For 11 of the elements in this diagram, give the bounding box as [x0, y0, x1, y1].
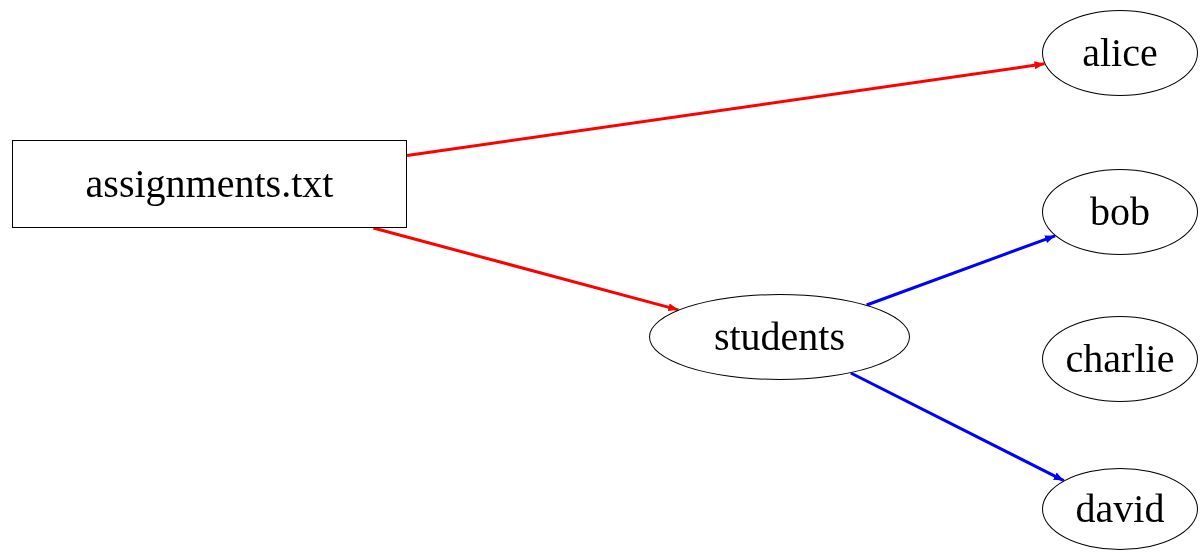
file-box [12, 140, 407, 228]
node-label: david [1075, 489, 1165, 529]
node-label: bob [1090, 192, 1150, 232]
node-label: charlie [1065, 339, 1175, 379]
arrow [406, 61, 1045, 158]
arrow [850, 371, 1065, 482]
arrow [373, 226, 679, 312]
node-label: alice [1082, 33, 1158, 73]
node-label: students [713, 317, 846, 357]
node-label: assignments.txt [85, 164, 334, 204]
arrow [866, 234, 1056, 307]
